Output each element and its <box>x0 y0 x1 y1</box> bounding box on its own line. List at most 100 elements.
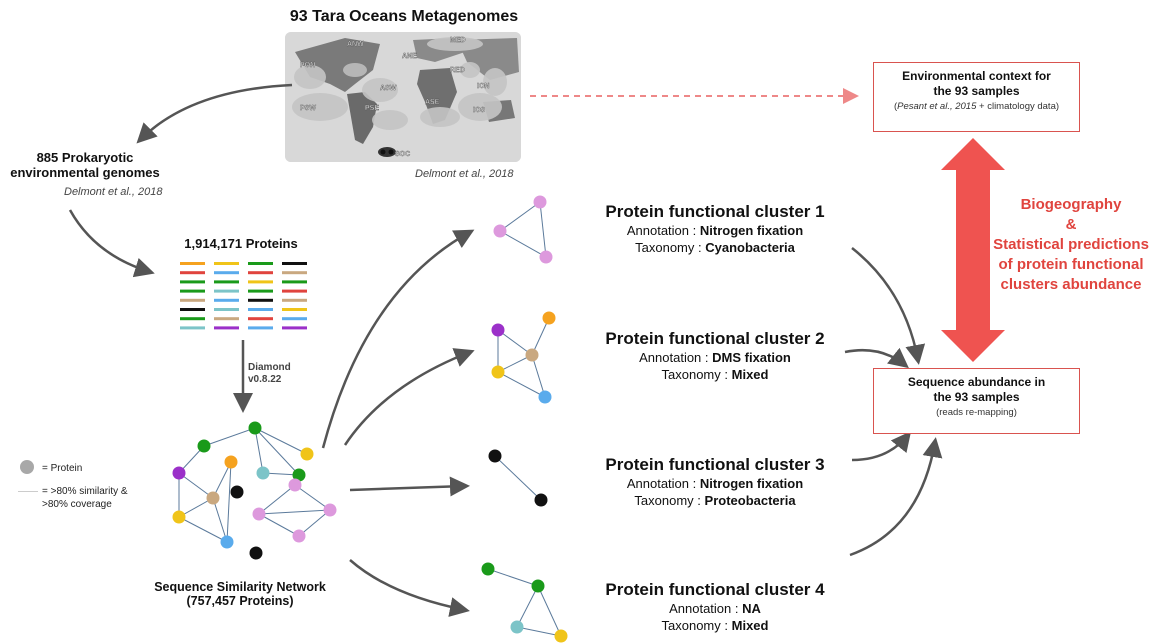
protein-stripe <box>214 289 239 293</box>
protein-stripe <box>282 289 307 293</box>
protein-stripe <box>248 271 273 275</box>
cluster-1-edge <box>499 201 541 232</box>
map-region-label-ios: IOS <box>473 107 485 114</box>
metagenomes-title: 93 Tara Oceans Metagenomes <box>289 8 519 25</box>
protein-stripe <box>180 298 205 302</box>
cluster-3-title: Protein functional cluster 3 <box>605 455 825 474</box>
protein-stripe <box>214 280 239 284</box>
network-edge <box>258 509 331 515</box>
map-region-label-soc: SOC <box>395 151 410 158</box>
protein-stripe <box>214 298 239 302</box>
cluster-1-node <box>539 250 553 264</box>
cluster2-to-abundance-arrow <box>844 347 909 369</box>
cluster-2-edge <box>531 317 550 356</box>
abundance-note: (reads re-mapping) <box>936 407 1017 418</box>
network-to-cluster2-arrow <box>343 348 475 446</box>
bidirectional-red-arrow <box>941 138 1005 362</box>
map-region-label-anw: ANW <box>347 41 364 48</box>
cluster-4-edge <box>487 568 539 587</box>
network-edge <box>254 427 264 474</box>
protein-stripe <box>248 289 273 293</box>
cluster3-to-abundance-arrow <box>851 431 912 462</box>
network-edge <box>254 427 308 455</box>
cluster-2-node <box>525 348 539 362</box>
cluster-2-node <box>491 365 505 379</box>
cluster-4-taxonomy: Taxonomy : Mixed <box>661 618 769 633</box>
cluster-1-taxonomy: Taxonomy : Cyanobacteria <box>635 240 795 255</box>
network-edge <box>258 484 296 515</box>
network-node <box>220 535 234 549</box>
protein-stripe <box>180 326 205 330</box>
cluster1-to-abundance-arrow <box>851 247 926 365</box>
protein-stripe <box>282 308 307 311</box>
map-region-label-med: MED <box>450 37 466 44</box>
protein-stripe <box>180 289 205 293</box>
network-to-cluster3-arrow <box>349 476 470 497</box>
protein-legend-swatch <box>20 460 34 474</box>
network-line2: (757,457 Proteins) <box>186 594 294 608</box>
cluster-3-node <box>488 449 502 463</box>
cluster-1-node <box>533 195 547 209</box>
network-label: Sequence Similarity Network (757,457 Pro… <box>140 580 340 608</box>
protein-stripe <box>248 308 273 311</box>
network-line1: Sequence Similarity Network <box>154 580 326 594</box>
protein-stripe <box>282 271 307 275</box>
cluster-1-block: Protein functional cluster 1 Annotation … <box>580 202 850 256</box>
protein-stripe <box>180 271 205 275</box>
cluster-1-title: Protein functional cluster 1 <box>605 202 825 221</box>
network-edge <box>203 427 256 447</box>
cluster-2-annotation: Annotation : DMS fixation <box>639 350 791 365</box>
protein-stripe <box>214 317 239 321</box>
map-region-label-pse: PSE <box>365 105 379 112</box>
cluster-1-edge <box>499 230 547 258</box>
network-node <box>172 510 186 524</box>
cluster-4-edge <box>537 585 562 637</box>
map-to-genomes-arrow <box>136 83 293 144</box>
network-edge <box>178 472 214 499</box>
network-node <box>197 439 211 453</box>
cluster4-to-abundance-arrow <box>849 437 943 557</box>
bio-line3: Statistical predictions <box>993 236 1149 253</box>
network-edge <box>254 427 300 476</box>
map-region-label-ase: ASE <box>425 99 440 106</box>
network-edge <box>258 513 300 537</box>
prokaryotic-line2: environmental genomes <box>10 165 160 180</box>
cluster-4-node <box>481 562 495 576</box>
protein-stripe <box>180 262 205 265</box>
map-region-label-asw: ASW <box>380 85 397 92</box>
map-region-label-psw: PSW <box>300 105 316 112</box>
protein-stripe <box>180 280 205 284</box>
cluster-3-edge <box>494 455 542 501</box>
diamond-line1: Diamond <box>248 362 291 373</box>
protein-stripe <box>180 317 205 321</box>
diamond-line2: v0.8.22 <box>248 374 282 385</box>
edge-legend-line2: >80% coverage <box>42 499 112 510</box>
bio-line1: Biogeography <box>1020 196 1122 213</box>
network-edge <box>212 497 228 543</box>
bio-line2: & <box>1065 216 1077 233</box>
network-node <box>206 491 220 505</box>
cluster-3-annotation: Annotation : Nitrogen fixation <box>626 476 804 491</box>
map-region-label-ion: ION <box>477 83 489 90</box>
diamond-label: Diamond v0.8.22 <box>248 362 291 386</box>
prokaryotic-genomes-label: 885 Prokaryotic environmental genomes <box>10 150 160 180</box>
protein-stripe <box>248 317 273 321</box>
map-credit: Delmont et al., 2018 <box>415 168 514 180</box>
cluster-4-node <box>554 629 568 643</box>
protein-stripe <box>180 308 205 311</box>
cluster-3-block: Protein functional cluster 3 Annotation … <box>580 455 850 509</box>
protein-stripe <box>248 280 273 284</box>
env-line1: Environmental context for <box>902 69 1051 83</box>
protein-stripe <box>214 262 239 265</box>
cluster-4-block: Protein functional cluster 4 Annotation … <box>580 580 850 634</box>
prokaryotic-credit: Delmont et al., 2018 <box>64 186 163 198</box>
protein-stripe <box>248 326 273 330</box>
cluster-4-title: Protein functional cluster 4 <box>605 580 825 599</box>
protein-stripe <box>282 298 307 302</box>
network-node <box>292 468 306 482</box>
cluster-2-block: Protein functional cluster 2 Annotation … <box>580 329 850 383</box>
protein-stripe <box>282 280 307 284</box>
prokaryotic-line1: 885 Prokaryotic <box>36 150 134 165</box>
edge-legend-line1: = >80% similarity & <box>42 486 128 497</box>
